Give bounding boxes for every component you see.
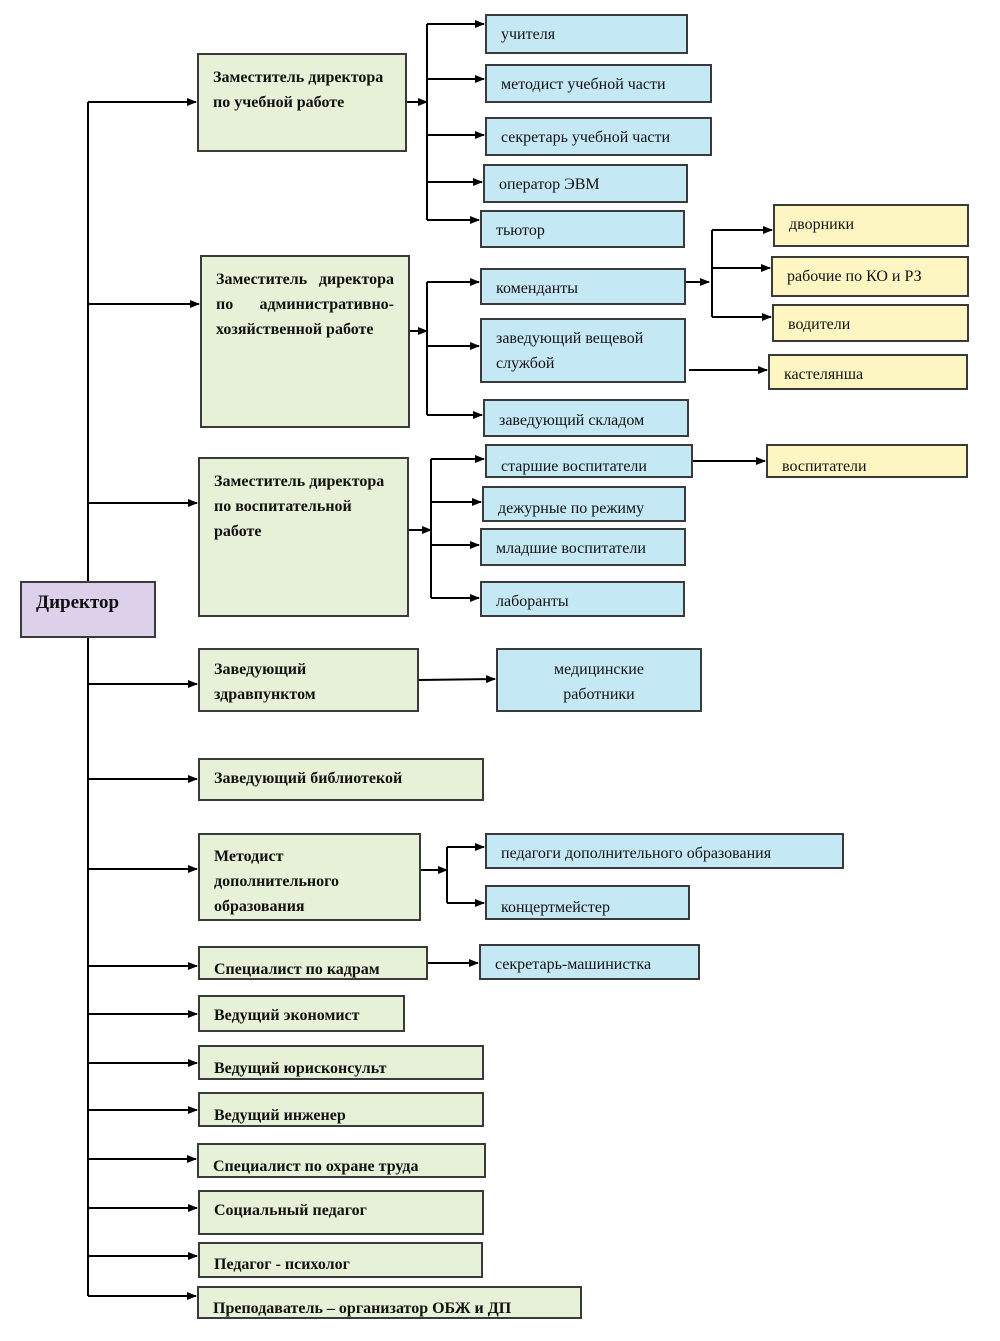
social-teacher-label: Социальный педагог	[214, 1202, 367, 1219]
obzh-teacher-label: Преподаватель – организатор ОБЖ и ДП	[213, 1300, 512, 1317]
head-library-box: Заведующий библиотекой	[198, 758, 484, 801]
staff-teachers-box: учителя	[485, 14, 688, 54]
labor-safety-label: Специалист по охране труда	[213, 1158, 419, 1175]
staff-junior-educators-box: младшие воспитатели	[480, 528, 686, 566]
head-medical-label: Заведующий здравпунктом	[214, 661, 316, 703]
staff-typist-box: секретарь-машинистка	[479, 944, 700, 980]
lawyer-box: Ведущий юрисконсульт	[198, 1045, 484, 1080]
economist-box: Ведущий экономист	[198, 995, 405, 1032]
staff-lab-assistants-label: лаборанты	[496, 593, 569, 610]
hr-specialist-label: Специалист по кадрам	[214, 961, 380, 978]
staff-accompanist-label: концертмейстер	[501, 899, 610, 916]
head-library-label: Заведующий библиотекой	[214, 770, 403, 787]
deputy-admin-label: Заместитель директора по административно…	[216, 271, 394, 338]
lawyer-label: Ведущий юрисконсульт	[214, 1060, 387, 1077]
staff-drivers-label: водители	[788, 316, 851, 333]
staff-housekeeper-box: кастелянша	[768, 354, 968, 390]
psychologist-box: Педагог - психолог	[198, 1242, 483, 1278]
staff-accompanist-box: концертмейстер	[485, 885, 690, 920]
staff-secretary-box: секретарь учебной части	[485, 117, 712, 156]
staff-extra-teachers-label: педагоги дополнительного образования	[501, 845, 772, 862]
deputy-academic-box: Заместитель директора по учебной работе	[197, 53, 407, 152]
staff-lab-assistants-box: лаборанты	[480, 581, 685, 617]
staff-tutor-box: тьютор	[480, 210, 685, 248]
methodist-box: Методист дополнительного образования	[198, 833, 421, 921]
engineer-box: Ведущий инженер	[198, 1092, 484, 1127]
staff-warehouse-head-box: заведующий складом	[483, 399, 689, 437]
staff-senior-educators-box: старшие воспитатели	[485, 444, 693, 478]
staff-commandants-label: коменданты	[496, 280, 578, 297]
staff-methodist-box: методист учебной части	[485, 64, 712, 103]
methodist-label: Методист дополнительного образования	[214, 848, 339, 915]
staff-wardrobe-head-label: заведующий вещевой службой	[496, 330, 644, 372]
deputy-upbringing-box: Заместитель директора по воспитательной …	[198, 457, 409, 617]
deputy-academic-label: Заместитель директора по учебной работе	[213, 69, 384, 111]
staff-teachers-label: учителя	[501, 26, 556, 43]
staff-secretary-label: секретарь учебной части	[501, 129, 671, 146]
staff-duty-officers-label: дежурные по режиму	[498, 500, 645, 517]
economist-label: Ведущий экономист	[214, 1007, 360, 1024]
staff-educators-label: воспитатели	[782, 458, 867, 475]
obzh-teacher-box: Преподаватель – организатор ОБЖ и ДП	[197, 1286, 582, 1319]
staff-workers-box: рабочие по КО и РЗ	[771, 256, 969, 297]
staff-junior-educators-label: младшие воспитатели	[496, 540, 646, 557]
labor-safety-box: Специалист по охране труда	[197, 1143, 486, 1178]
staff-methodist-label: методист учебной части	[501, 76, 666, 93]
engineer-label: Ведущий инженер	[214, 1107, 346, 1124]
staff-educators-box: воспитатели	[766, 444, 968, 478]
staff-extra-teachers-box: педагоги дополнительного образования	[485, 833, 844, 869]
deputy-admin-box: Заместитель директора по административно…	[200, 255, 410, 428]
staff-janitors-label: дворники	[789, 216, 855, 233]
staff-commandants-box: коменданты	[480, 268, 686, 305]
staff-operator-box: оператор ЭВМ	[483, 164, 688, 203]
staff-housekeeper-label: кастелянша	[784, 366, 864, 383]
staff-wardrobe-head-box: заведующий вещевой службой	[480, 318, 686, 383]
staff-warehouse-head-label: заведующий складом	[499, 412, 645, 429]
staff-typist-label: секретарь-машинистка	[495, 956, 652, 973]
staff-senior-educators-label: старшие воспитатели	[501, 458, 647, 475]
director-label: Директор	[36, 592, 120, 613]
deputy-upbringing-label: Заместитель директора по воспитательной …	[214, 473, 385, 540]
staff-janitors-box: дворники	[773, 204, 969, 247]
staff-duty-officers-box: дежурные по режиму	[482, 486, 686, 522]
head-medical-box: Заведующий здравпунктом	[198, 648, 419, 712]
director-box: Директор	[20, 581, 156, 638]
hr-specialist-box: Специалист по кадрам	[198, 946, 428, 980]
staff-medical-label: медицинские работники	[554, 661, 644, 703]
social-teacher-box: Социальный педагог	[198, 1190, 484, 1235]
psychologist-label: Педагог - психолог	[214, 1256, 350, 1273]
staff-drivers-box: водители	[772, 304, 969, 342]
staff-workers-label: рабочие по КО и РЗ	[787, 268, 922, 285]
staff-tutor-label: тьютор	[496, 222, 545, 239]
staff-operator-label: оператор ЭВМ	[499, 176, 600, 193]
staff-medical-box: медицинские работники	[496, 648, 702, 712]
